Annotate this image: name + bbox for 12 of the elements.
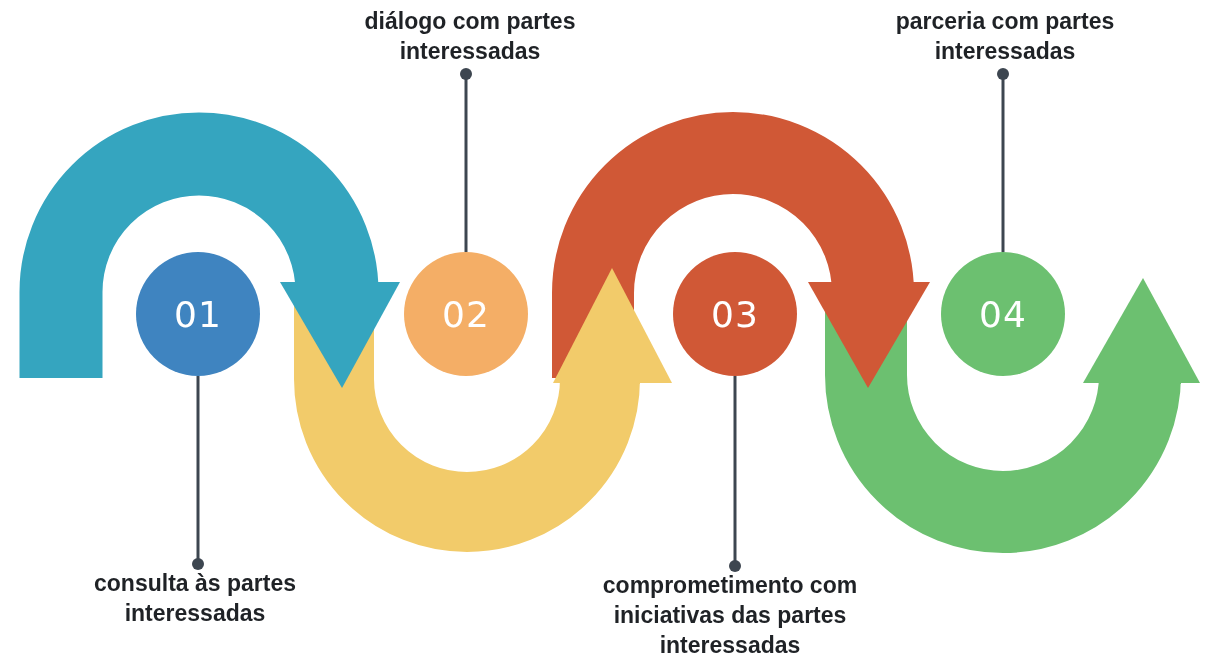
pin-line: [729, 376, 741, 572]
pin-line: [192, 376, 204, 570]
step-number: 03: [711, 293, 759, 335]
step-label: parceria com partes interessadas: [894, 7, 1116, 66]
step-label: diálogo com partes interessadas: [363, 7, 577, 66]
step-label: comprometimento com iniciativas das partes interessadas: [601, 571, 859, 660]
step-number: 04: [979, 293, 1027, 335]
step-number: 02: [442, 293, 490, 335]
pin-line: [997, 68, 1009, 252]
pin-line: [460, 68, 472, 252]
step-label: consulta às partes interessadas: [93, 569, 297, 628]
step-number: 01: [174, 293, 222, 335]
